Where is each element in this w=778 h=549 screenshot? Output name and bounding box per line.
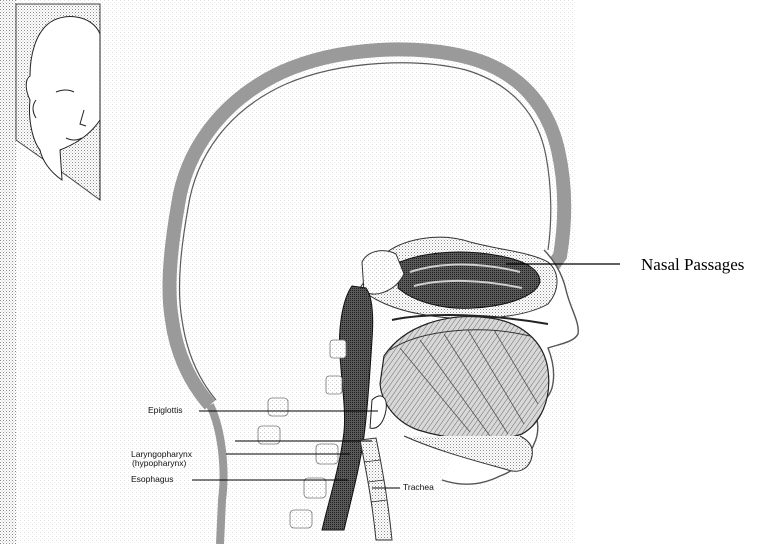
hypopharynx-label: (hypopharynx) xyxy=(132,459,186,468)
nasal-passages-label: Nasal Passages xyxy=(641,255,744,275)
left-shaded-strip xyxy=(0,0,16,544)
epiglottis-label: Epiglottis xyxy=(148,406,183,415)
trachea-label: Trachea xyxy=(403,483,434,492)
esophagus-label: Esophagus xyxy=(131,475,174,484)
tongue xyxy=(380,317,549,440)
